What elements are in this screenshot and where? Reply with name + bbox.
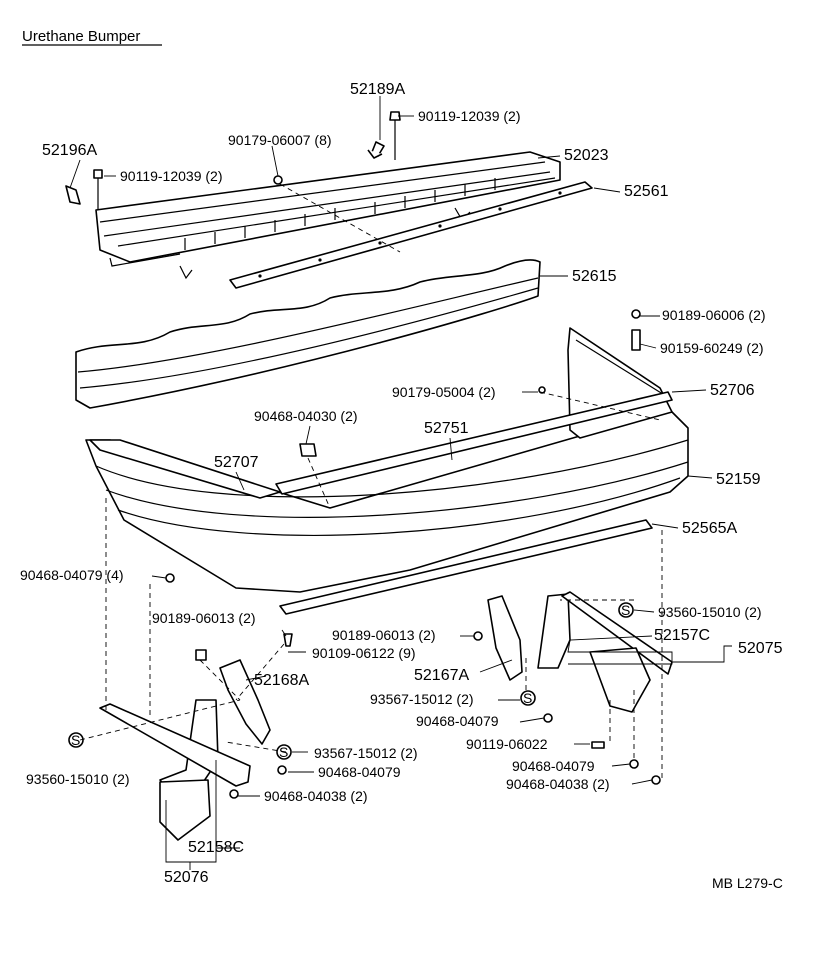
label-90468-04079-b: 90468-04079	[416, 713, 499, 729]
label-90468-04079-d: 90468-04079	[318, 764, 401, 780]
label-93560-15010-b: 93560-15010 (2)	[658, 604, 762, 620]
label-90189-06013-b: 90189-06013 (2)	[332, 627, 436, 643]
label-90189-06013-a: 90189-06013 (2)	[152, 610, 256, 626]
label-52158C: 52158C	[188, 839, 244, 856]
label-52167A: 52167A	[414, 667, 469, 684]
label-90179-06007: 90179-06007 (8)	[228, 132, 332, 148]
seal-mark-1: S	[68, 732, 84, 748]
seal-mark-text-3: S	[523, 690, 532, 706]
bolt-90119-12039-left	[93, 169, 103, 210]
label-90119-06022: 90119-06022	[466, 736, 548, 752]
label-52168A: 52168A	[254, 672, 309, 689]
label-52196A: 52196A	[42, 142, 97, 159]
label-90109-06122: 90109-06122 (9)	[312, 645, 416, 661]
retainer-52751	[275, 391, 673, 495]
label-52189A: 52189A	[350, 81, 405, 98]
label-52159: 52159	[716, 471, 761, 488]
label-90468-04038-b: 90468-04038 (2)	[506, 776, 610, 792]
label-52157C: 52157C	[654, 627, 710, 644]
bolt-90119-12039-top	[389, 111, 401, 160]
seal-mark-text-2: S	[621, 602, 630, 618]
bracket-52196A	[65, 185, 81, 205]
absorber-52615	[75, 259, 541, 409]
label-52076: 52076	[164, 869, 209, 886]
label-93567-15012-b: 93567-15012 (2)	[314, 745, 418, 761]
molding-52707	[89, 439, 281, 499]
diagram-title: Urethane Bumper	[22, 28, 140, 45]
seal-mark-text-1: S	[71, 732, 80, 748]
label-52751: 52751	[424, 420, 469, 437]
bracket-52167A	[487, 595, 523, 681]
label-52023: 52023	[564, 147, 609, 164]
bracket-52157C	[537, 593, 571, 669]
leader-lines	[69, 96, 732, 870]
label-52706: 52706	[710, 382, 755, 399]
label-52075: 52075	[738, 640, 783, 657]
label-90119-12039-top: 90119-12039 (2)	[418, 108, 520, 124]
part-labels: 52189A 90119-12039 (2) 90179-06007 (8) 5…	[20, 81, 783, 891]
label-90159-60249: 90159-60249 (2)	[660, 340, 764, 356]
label-90179-05004: 90179-05004 (2)	[392, 384, 496, 400]
label-90468-04079-a: 90468-04079 (4)	[20, 567, 124, 583]
label-52565A: 52565A	[682, 520, 737, 537]
label-52561: 52561	[624, 183, 669, 200]
label-52615: 52615	[572, 268, 617, 285]
bumper-cover-52159	[85, 409, 689, 593]
figure-code: MB L279-C	[712, 875, 783, 891]
label-93560-15010-a: 93560-15010 (2)	[26, 771, 130, 787]
seal-mark-3: S	[520, 690, 536, 706]
label-93567-15012-a: 93567-15012 (2)	[370, 691, 474, 707]
label-90119-12039-left: 90119-12039 (2)	[120, 168, 222, 184]
label-90468-04030: 90468-04030 (2)	[254, 408, 358, 424]
label-90468-04038-a: 90468-04038 (2)	[264, 788, 368, 804]
clip-90179-06007	[273, 175, 283, 185]
support-52076	[99, 703, 251, 841]
bracket-52189A	[367, 141, 385, 159]
bracket-52168A	[219, 659, 271, 745]
label-90468-04079-c: 90468-04079	[512, 758, 595, 774]
molding-52565A	[279, 519, 653, 615]
reinforcement-52023	[95, 151, 561, 280]
assembly-dash-lines	[79, 183, 663, 780]
label-90189-06006: 90189-06006 (2)	[662, 307, 766, 323]
label-52707: 52707	[214, 454, 259, 471]
retainer-52561	[229, 181, 593, 289]
seal-mark-2: S	[618, 602, 634, 618]
